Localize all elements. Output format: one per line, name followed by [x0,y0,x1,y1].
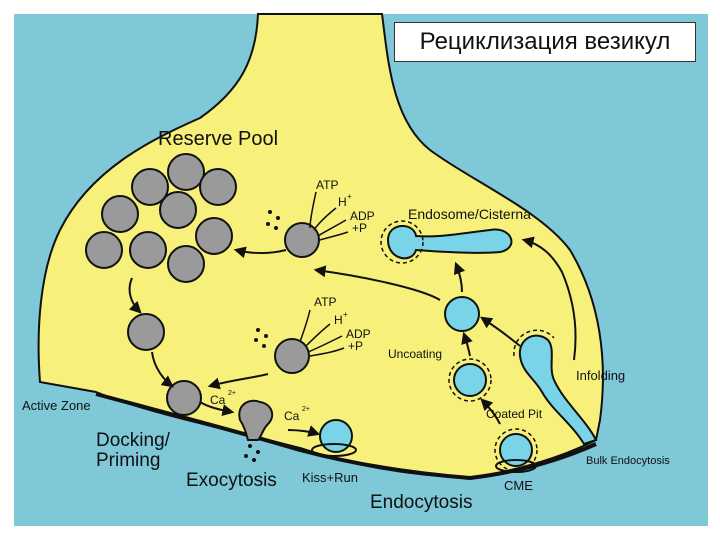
cme-pit-coat [494,428,538,472]
slide-title: Рециклизация везикул [394,22,696,62]
label-active-zone: Active Zone [22,398,91,413]
label-ca-sup-2: 2+ [302,406,310,413]
label-p-2: +P [348,339,363,353]
refilling-vesicle-1 [284,222,320,258]
label-docking: Docking/ [96,430,171,451]
label-exocytosis: Exocytosis [186,470,277,491]
endosome-cisterna [386,225,513,260]
pathway-arrows [128,236,577,437]
label-ca-sup-1: 2+ [228,390,236,397]
cme-pit-neck [495,459,537,473]
label-kiss-run: Kiss+Run [302,470,358,485]
fusing-vesicle [238,399,274,441]
label-bulk-endocytosis: Bulk Endocytosis [586,455,670,467]
label-p-1: +P [352,221,367,235]
atp-reaction-arcs [299,191,349,357]
infolding-coat [513,329,555,357]
docked-vesicle [166,380,202,416]
label-adp-1: ADP [350,209,375,223]
label-adp-2: ADP [346,327,371,341]
label-uncoating: Uncoating [388,347,442,361]
cme-pit [499,433,533,467]
active-zone-membrane [95,392,597,481]
label-endocytosis: Endocytosis [370,492,472,513]
label-h-sup-1: + [347,192,352,201]
label-cme: CME [504,478,533,493]
label-reserve-pool: Reserve Pool [158,128,278,150]
refilling-vesicle-2 [274,338,310,374]
label-h-1: H [338,195,347,209]
mobilized-vesicle [127,313,165,351]
kiss-run-pore [311,443,357,457]
transmitter-dots [244,210,280,462]
coated-vesicle-coat [448,358,492,402]
label-h-sup-2: + [343,310,348,319]
label-coated-pit: Coated Pit [486,407,543,421]
label-h-2: H [334,313,343,327]
uncoating-vesicle [444,296,480,332]
label-atp-1: ATP [316,178,338,192]
label-ca-2: Ca [284,409,300,423]
infolding [518,334,598,446]
endosome-coat [380,220,424,264]
label-atp-2: ATP [314,295,336,309]
label-infolding: Infolding [576,368,625,383]
label-priming: Priming [96,450,160,471]
coated-vesicle [453,363,487,397]
label-ca-1: Ca [210,393,226,407]
kiss-run-vesicle [319,419,353,453]
reserve-pool-vesicles [85,153,237,283]
label-endosome: Endosome/Cisterna [408,206,531,222]
